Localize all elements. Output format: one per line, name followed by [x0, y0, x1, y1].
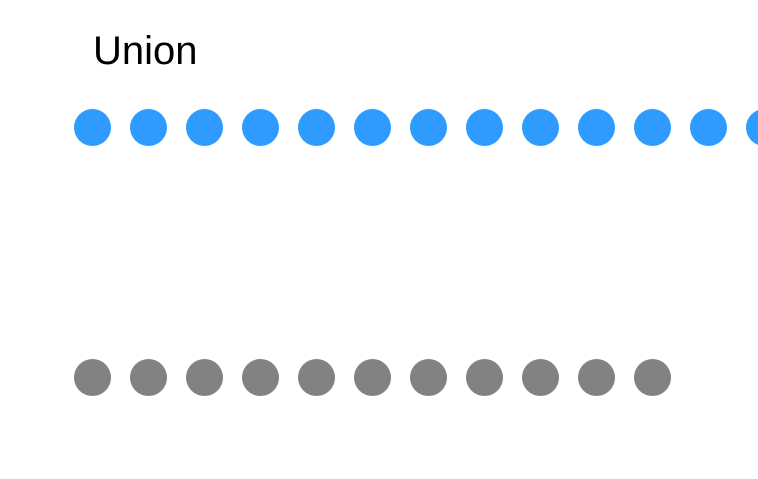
- gray-dot-row: [0, 357, 758, 397]
- gray-dot: [410, 359, 447, 396]
- blue-dot-row: [0, 107, 758, 147]
- blue-dot: [298, 109, 335, 146]
- union-title: Union: [93, 29, 198, 73]
- blue-dot: [410, 109, 447, 146]
- blue-dot: [522, 109, 559, 146]
- gray-dot: [130, 359, 167, 396]
- gray-dot: [466, 359, 503, 396]
- gray-dot: [74, 359, 111, 396]
- blue-dot: [690, 109, 727, 146]
- blue-dot: [186, 109, 223, 146]
- gray-dot: [634, 359, 671, 396]
- gray-dot: [522, 359, 559, 396]
- gray-dot: [354, 359, 391, 396]
- blue-dot: [634, 109, 671, 146]
- blue-dot: [578, 109, 615, 146]
- blue-dot: [466, 109, 503, 146]
- blue-dot: [746, 109, 758, 146]
- blue-dot: [74, 109, 111, 146]
- blue-dot: [130, 109, 167, 146]
- blue-dot: [242, 109, 279, 146]
- gray-dot: [186, 359, 223, 396]
- gray-dot: [242, 359, 279, 396]
- gray-dot: [298, 359, 335, 396]
- blue-dot: [354, 109, 391, 146]
- gray-dot: [578, 359, 615, 396]
